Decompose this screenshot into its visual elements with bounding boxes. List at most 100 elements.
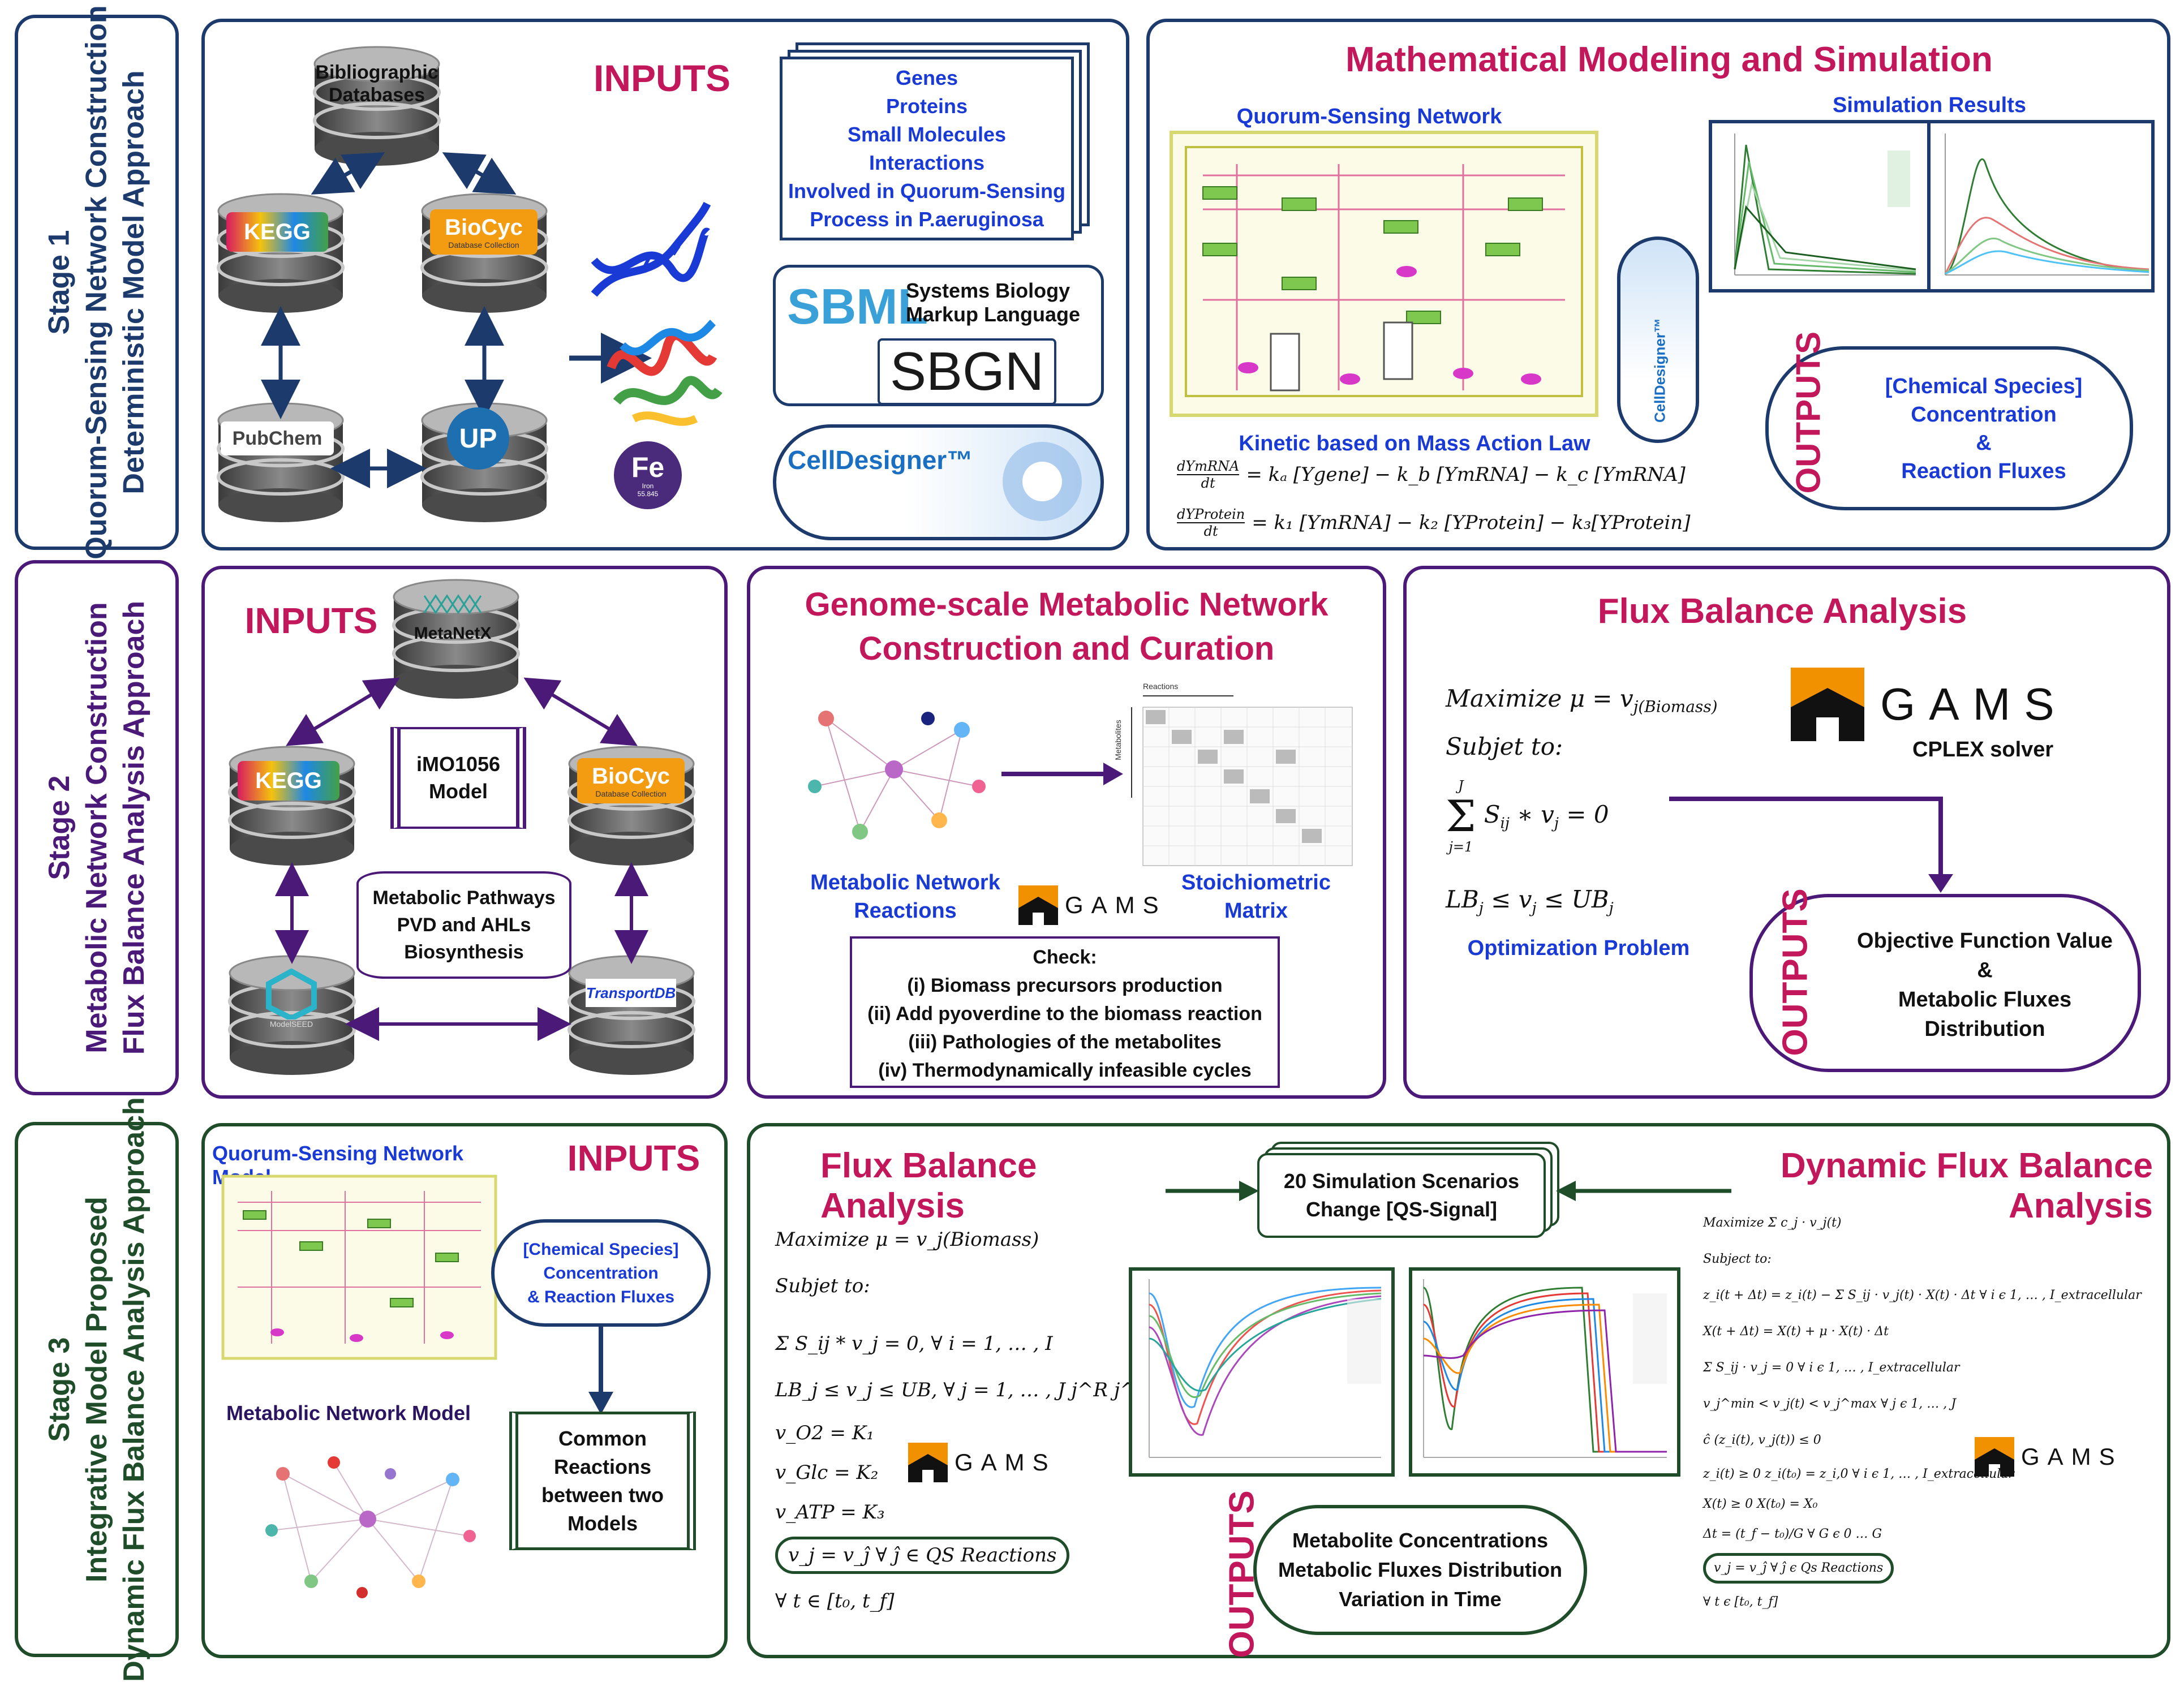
pubchem-logo: PubChem: [221, 421, 334, 455]
stage3-label-panel: [15, 1122, 179, 1657]
biocyc-logo-stage2: BioCyc Database Collection: [577, 758, 685, 803]
celldesigner-vertical-box: CellDesigner™: [1617, 236, 1699, 443]
qs-network-model-thumbnail: [221, 1175, 497, 1360]
stage3-fba-title: Flux Balance Analysis: [820, 1146, 1037, 1225]
list-item: Genes: [895, 66, 958, 89]
fba-line: ∀ t ∈ [t₀, t_f]: [775, 1590, 895, 1612]
stage1-outputs-box: OUTPUTS [Chemical Species]Concentration …: [1765, 331, 2133, 510]
check-title: Check:: [1033, 947, 1097, 968]
dfba-line: Σ S_ij · v_j = 0 ∀ i ϵ 1, … , I_extracel…: [1703, 1361, 1960, 1375]
stage3-plot-right-frame: [1409, 1267, 1680, 1477]
fba-bounds-constraint: LBj ≤ vj ≤ UBj: [1446, 885, 1614, 917]
stage2-outputs-text: Objective Function Value&Metabolic Fluxe…: [1857, 929, 2113, 1041]
stage1-outputs-text: [Chemical Species]Concentration &Reactio…: [1885, 375, 2083, 483]
fba-to-outputs-arrow: [1669, 797, 1953, 893]
stage3-dfba-title: Dynamic Flux Balance Analysis: [1780, 1146, 2153, 1225]
metanetx-logo: MetaNetX: [402, 583, 504, 651]
stage3-fba-math: Maximize μ = v_j(Biomass) Subjet to: Σ S…: [775, 1216, 1179, 1624]
dfba-line: ∀ t ϵ [t₀, t_f]: [1703, 1595, 1778, 1609]
stage2-db-cylinders: [201, 566, 728, 1099]
simulation-results-label: Simulation Results: [1832, 93, 2027, 117]
dfba-line: ĉ (z_i(t), v_j(t)) ≤ 0: [1703, 1433, 1821, 1447]
stage1-genes-list-box: Genes Proteins Small Molecules Interacti…: [780, 57, 1074, 240]
qs-network-label: Quorum-Sensing Network: [1236, 105, 1502, 128]
list-item: Small Molecules: [847, 122, 1007, 146]
dfba-line: X(t + Δt) = X(t) + μ · X(t) · Δt: [1703, 1324, 1889, 1339]
stage3-plot-left: [1149, 1279, 1382, 1458]
check-item: (iii) Pathologies of the metabolites: [908, 1031, 1222, 1053]
stage2-inputs-title: INPUTS: [244, 600, 378, 641]
fba-line: Σ S_ij * v_j = 0, ∀ i = 1, … , I: [775, 1332, 1053, 1355]
dfba-line: v_j^min < v_j(t) < v_j^max ∀ j ϵ 1, … , …: [1703, 1397, 1957, 1411]
gams-cplex-logo: GAMS CPLEX solver: [1791, 668, 2074, 762]
gams-logo-icon: [1018, 885, 1058, 925]
sbgn-logo: SBGN: [878, 338, 1057, 405]
simulation-plot-left: [1734, 134, 1916, 276]
modelseed-hex-icon: [266, 969, 317, 1019]
iron-element-icon: Fe Iron 55.845: [614, 441, 682, 509]
celldesigner-swirl-icon: [1003, 442, 1082, 521]
list-item: Interactions: [869, 150, 985, 174]
chem-to-common-arrow: [588, 1327, 613, 1414]
optimization-problem-label: Optimization Problem: [1467, 936, 1690, 960]
kegg-logo-stage2: KEGG: [238, 761, 339, 801]
chem-species-input-box: [Chemical Species]Concentration& Reactio…: [491, 1219, 711, 1327]
check-item: (i) Biomass precursors production: [907, 975, 1223, 996]
dfba-qs-constraint: v_j = v_ĵ ∀ ĵ ϵ Qs Reactions: [1703, 1553, 1894, 1584]
reactions-axis-label: Reactions: [1143, 682, 1179, 691]
metabolic-network-graph: [808, 711, 986, 840]
gams-big-logo-icon: [1791, 668, 1864, 741]
dfba-line: Maximize Σ c_j · v_j(t): [1703, 1216, 1842, 1230]
kinetic-title: Kinetic based on Mass Action Law: [1239, 432, 1590, 455]
stage1-label-panel: [15, 15, 179, 550]
check-box: Check: (i) Biomass precursors production…: [850, 936, 1280, 1088]
gams-logo-stage2: GAMS: [1018, 885, 1167, 925]
dna-icon: [591, 201, 711, 297]
uniprot-logo: UP: [447, 407, 509, 470]
simulation-plot-right: [1944, 134, 2149, 276]
stoichiometric-matrix-grid: [1131, 695, 1353, 866]
fba-line: v_Glc = K₂: [775, 1461, 879, 1484]
chem-species-input-text: [Chemical Species]Concentration& Reactio…: [523, 1240, 679, 1306]
list-item: Process in P.aeruginosa: [810, 207, 1044, 231]
check-item: (ii) Add pyoverdine to the biomass react…: [867, 1003, 1262, 1025]
dfba-line: z_i(t) ≥ 0 z_i(t₀) = z_i,0 ∀ i ϵ 1, … , …: [1703, 1467, 2014, 1481]
fba-qs-constraint: v_j = v_ĵ ∀ ĵ ∈ QS Reactions: [775, 1537, 1070, 1574]
fba-subject-to: Subjet to:: [1446, 733, 1563, 760]
scenario-arrows: [1166, 1181, 1731, 1201]
gams-logo-icon: [1975, 1437, 2014, 1477]
kegg-logo: KEGG: [226, 212, 328, 252]
gsm-arrow: [1001, 763, 1123, 785]
dfba-line: Δt = (t_f − t₀)/G ∀ G ϵ 0 … G: [1703, 1527, 1882, 1541]
stage3-plot-left-frame: [1129, 1267, 1395, 1477]
qs-network-diagram: [1170, 131, 1598, 417]
stage3-inputs-title: INPUTS: [567, 1138, 700, 1178]
dfba-line: X(t) ≥ 0 X(t₀) = X₀: [1703, 1497, 1818, 1511]
protein-structure-icon: [607, 320, 723, 426]
fba-line: v_ATP = K₃: [775, 1501, 885, 1524]
fba-line: LB_j ≤ v_j ≤ UB, ∀ j = 1, … , J j^R j^IR…: [775, 1379, 1179, 1401]
metabolic-network-model-graph: [265, 1456, 476, 1598]
gams-logo-stage3-right: GAMS: [1975, 1437, 2123, 1477]
fba-line: v_O2 = K₁: [775, 1422, 874, 1444]
celldesigner-vertical-label: CellDesigner™: [1651, 318, 1669, 423]
stage3-dfba-math: Maximize Σ c_j · v_j(t) Subject to: z_i(…: [1703, 1205, 2142, 1618]
stage3-plot-right: [1423, 1279, 1667, 1458]
stage2-outputs-label: OUTPUTS: [1775, 888, 1815, 1056]
stage1-outputs-label: OUTPUTS: [1789, 331, 1828, 494]
